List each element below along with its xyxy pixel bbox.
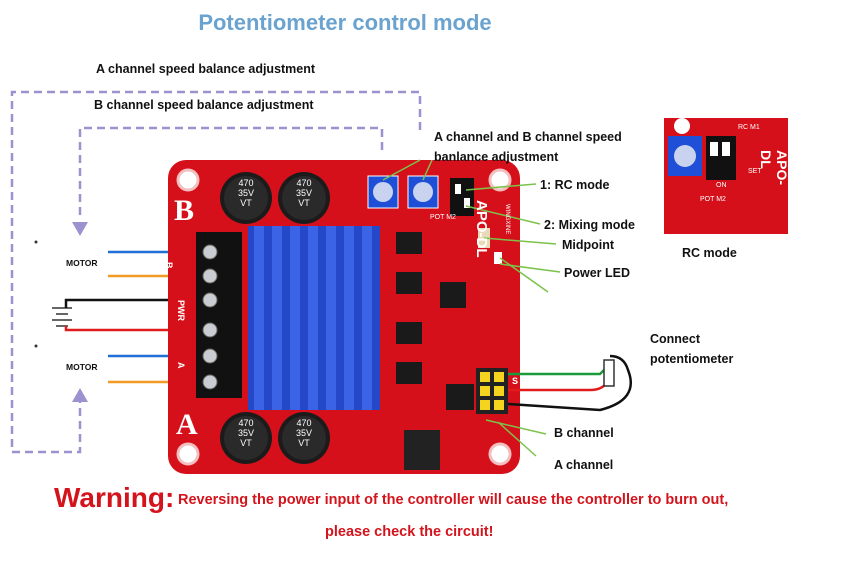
up-arrowhead bbox=[72, 388, 88, 402]
motor-dot-bottom bbox=[34, 344, 38, 348]
motor-dot-top bbox=[34, 240, 38, 244]
terminal-a-label: A bbox=[176, 362, 186, 369]
board-b-letter: B bbox=[174, 194, 195, 227]
battery-icon bbox=[52, 307, 72, 327]
a-channel-label: A channel bbox=[554, 458, 614, 472]
warning-word: Warning: bbox=[54, 482, 175, 513]
board-a-letter: A bbox=[176, 408, 198, 441]
terminal-pwr-label: PWR bbox=[176, 300, 186, 321]
ab-balance-label-2: banlance adjustment bbox=[434, 150, 559, 164]
potentiometer-icon bbox=[603, 359, 615, 387]
inset-on: ON bbox=[716, 182, 727, 189]
inset-rc-m1: RC M1 bbox=[738, 124, 760, 131]
terminal-b-label: B bbox=[164, 262, 174, 269]
wire-pwr-red bbox=[64, 326, 210, 332]
warning-line-1: Reversing the power input of the control… bbox=[178, 492, 729, 508]
wire-black-pot bbox=[507, 354, 633, 412]
ab-balance-label-1: A channel and B channel speed bbox=[434, 130, 622, 144]
midpoint-label: Midpoint bbox=[562, 238, 615, 252]
rc-mode-label: 1: RC mode bbox=[540, 178, 610, 192]
rc-mode-inset bbox=[664, 118, 788, 234]
connect-pot-label-1: Connect bbox=[650, 332, 700, 346]
s-label: S bbox=[512, 376, 519, 386]
pot-m2-label: POT M2 bbox=[430, 214, 456, 221]
inset-set: SET bbox=[748, 168, 762, 175]
brand-logo: APO-DL bbox=[473, 200, 490, 258]
board-pots bbox=[367, 175, 439, 209]
a-balance-label: A channel speed balance adjustment bbox=[96, 62, 316, 76]
inset-pot-m2: POT M2 bbox=[700, 196, 726, 203]
mixing-mode-label: 2: Mixing mode bbox=[544, 218, 635, 232]
callout-lines bbox=[382, 159, 561, 457]
terminal-block bbox=[196, 232, 242, 398]
a-balance-dashed-path bbox=[10, 90, 422, 454]
capacitors bbox=[220, 172, 330, 464]
page-title: Potentiometer control mode bbox=[198, 10, 492, 35]
dip-switch bbox=[450, 178, 474, 216]
power-led-label: Power LED bbox=[564, 266, 630, 280]
controller-board bbox=[168, 160, 520, 474]
down-arrowhead bbox=[72, 222, 88, 236]
wire-pwr-black bbox=[64, 298, 210, 308]
connect-pot-label-2: potentiometer bbox=[650, 352, 734, 366]
b-balance-dashed-path bbox=[78, 126, 384, 220]
warning-line-2: please check the circuit! bbox=[325, 524, 494, 540]
motor-bottom-label: MOTOR bbox=[66, 362, 98, 372]
heatsink bbox=[248, 226, 380, 410]
b-balance-label: B channel speed balance adjustment bbox=[94, 98, 314, 112]
motor-top-label: MOTOR bbox=[66, 258, 98, 268]
brand-sub: WINGXINE bbox=[504, 204, 510, 235]
wire-red-pot bbox=[508, 379, 610, 392]
inset-brand: APO-DL bbox=[758, 150, 790, 185]
b-channel-label: B channel bbox=[554, 426, 614, 440]
wire-green bbox=[508, 365, 609, 376]
dashed-arrows bbox=[10, 90, 422, 454]
rc-mode-inset-label: RC mode bbox=[682, 246, 737, 260]
